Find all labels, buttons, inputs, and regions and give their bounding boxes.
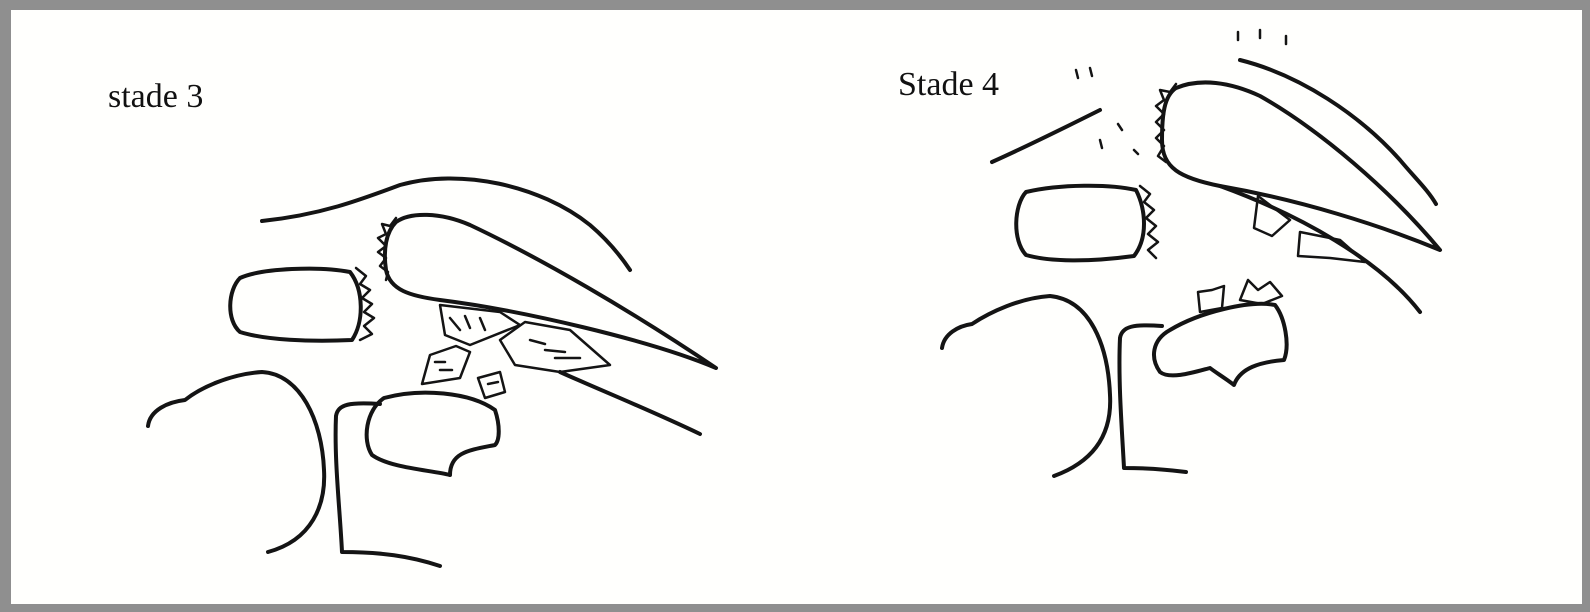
stage-3-skin-outline <box>262 178 630 270</box>
stage-4-skin-outline-right <box>1240 60 1436 204</box>
stage-3-ligament-torn-2 <box>478 372 505 398</box>
stage-3-coracoid <box>367 393 499 475</box>
stage-4-clavicle-lower-line <box>1220 186 1420 312</box>
stage-4-coracoid-stump-1 <box>1198 286 1224 312</box>
stage-4-scapula <box>942 296 1110 476</box>
stage-3-ligament-torn-1 <box>422 346 470 384</box>
stage-3-coracoid-base <box>336 403 440 566</box>
stage-3-drawing <box>148 178 716 566</box>
stage-4-coracoid-stump-2 <box>1240 280 1282 304</box>
stage-4-coracoid-base <box>1119 325 1186 472</box>
stage-3-lower-line <box>560 372 700 434</box>
stage-4-drawing <box>942 30 1440 476</box>
stage-4-skin-outline-left <box>992 110 1100 162</box>
stage-4-coracoid <box>1154 304 1287 385</box>
stage-3-ligament-hatching <box>435 316 580 384</box>
stage-3-scapula <box>148 372 324 552</box>
stage-4-acromion <box>1016 186 1144 261</box>
stage-3-clavicle <box>385 215 716 368</box>
stage-4-clavicle <box>1162 82 1440 250</box>
stage-3-acromion <box>230 269 361 341</box>
stage-4-clavicle-tear <box>1156 84 1176 162</box>
